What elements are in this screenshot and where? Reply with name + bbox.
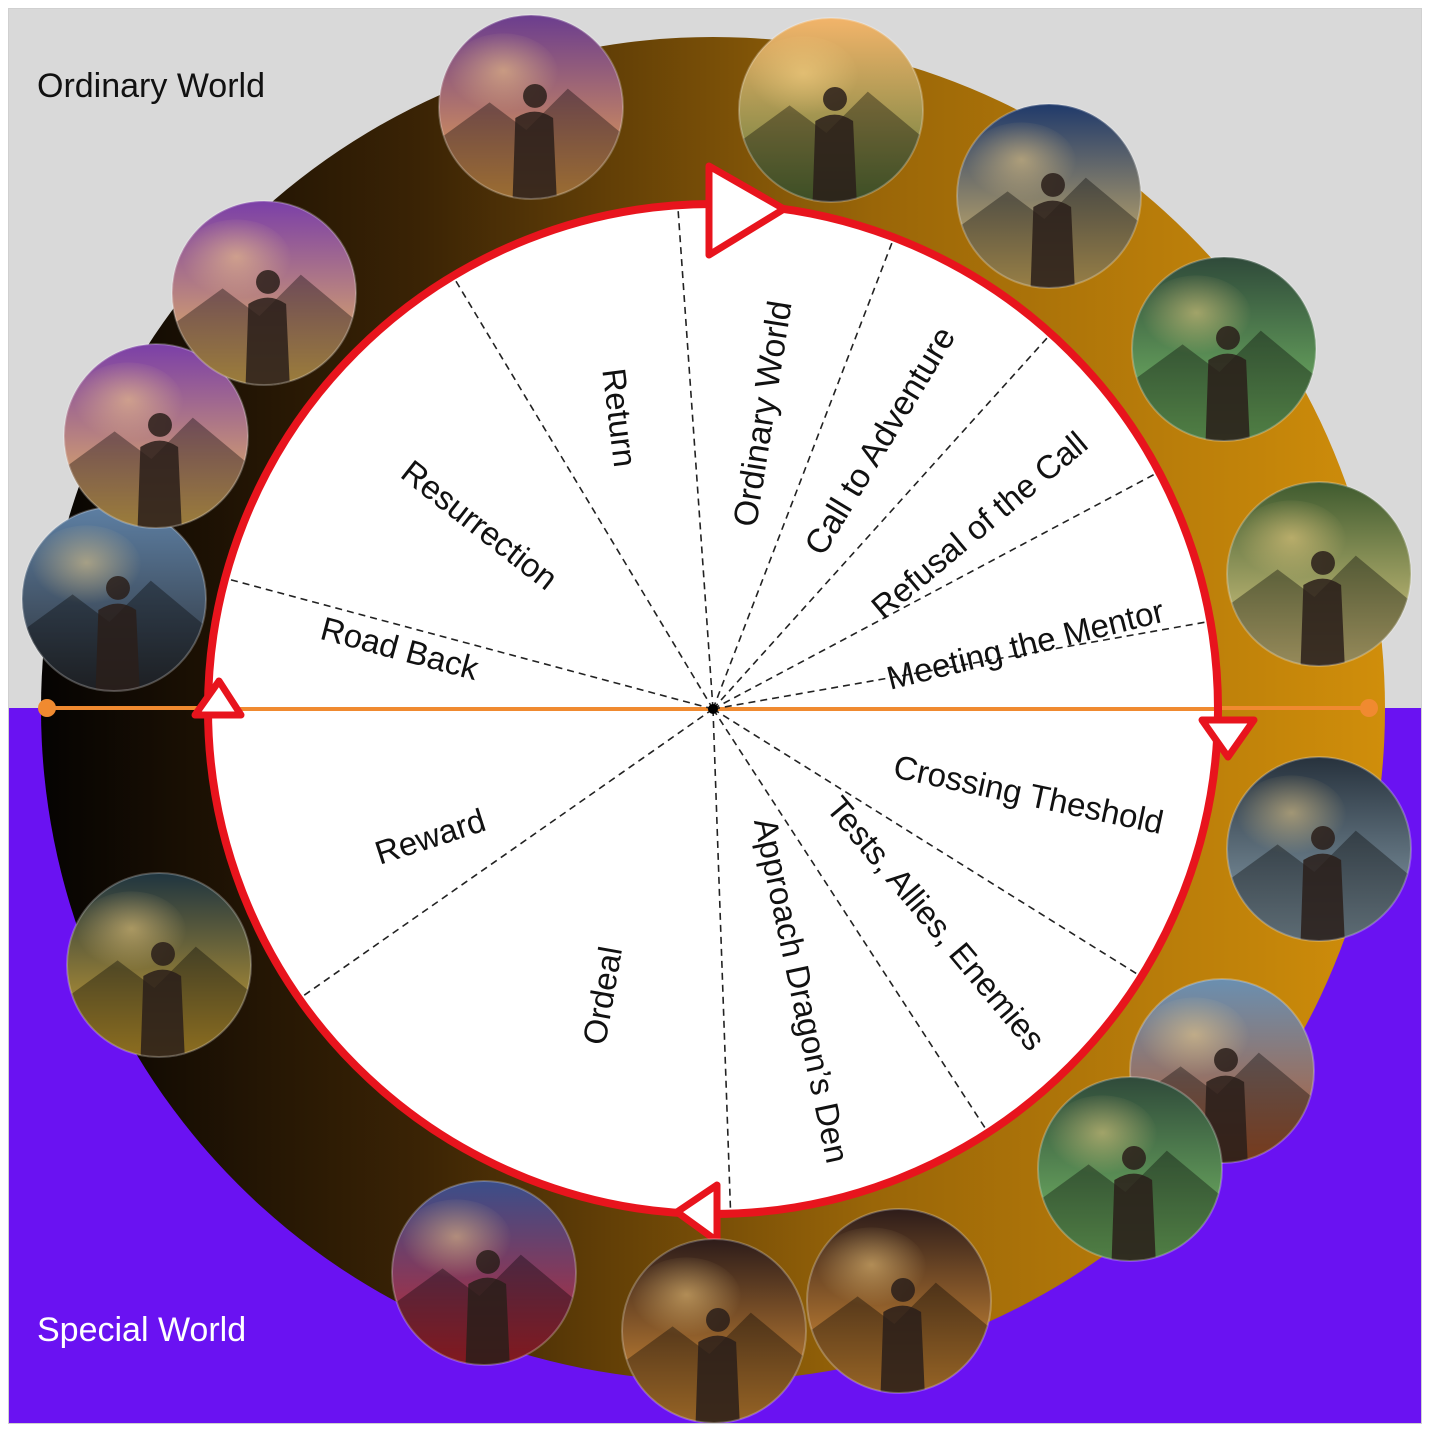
fearful-hero-surrounded-by-monsters-illustration: [1037, 1076, 1223, 1262]
direction-arrow-left: [191, 677, 245, 719]
hero-watching-dragon-over-mountains-illustration: [621, 1238, 807, 1423]
hero-in-magic-vortex-illustration: [171, 200, 357, 386]
wheel-center-dot: [708, 704, 718, 714]
direction-arrow-bottom: [673, 1181, 721, 1245]
boy-with-old-mentor-in-forest-illustration: [1226, 481, 1412, 667]
hero-with-backpack-overlooking-valley-illustration: [738, 17, 924, 203]
stage-spoke-6: [712, 708, 1142, 978]
stage-spoke-3: [712, 333, 1052, 710]
direction-arrow-top: [705, 162, 788, 259]
direction-arrow-right: [1198, 716, 1258, 761]
hero-holding-golden-trophy-illustration: [66, 872, 252, 1058]
hero-attacked-by-dragon-illustration: [63, 343, 249, 529]
stage-spoke-1: [676, 205, 714, 710]
stage-spoke-2: [712, 237, 895, 710]
hero-crossing-bridge-at-night-illustration: [1226, 756, 1412, 942]
special-world-region-label: Special World: [37, 1311, 247, 1349]
stage-spoke-9: [298, 708, 714, 1000]
stage-spoke-4: [712, 471, 1160, 710]
divider-right-dot: [1360, 699, 1378, 717]
stage-spoke-8: [712, 708, 732, 1214]
wizard-opening-glowing-portal-illustration: [956, 103, 1142, 289]
hero-with-torch-in-cave-illustration: [806, 1208, 992, 1394]
hero-sitting-head-in-hands-forest-illustration: [1131, 256, 1317, 442]
stage-spoke-5: [712, 620, 1211, 710]
hero-walking-into-village-illustration: [438, 14, 624, 200]
divider-left-dot: [38, 699, 56, 717]
stage-spoke-11: [452, 275, 714, 710]
hero-fighting-red-dragon-illustration: [391, 1180, 577, 1366]
hero-walking-down-road-illustration: [21, 506, 207, 692]
ordinary-world-region-label: Ordinary World: [37, 67, 265, 105]
stage-spoke-7: [712, 708, 989, 1133]
stage-spoke-10: [225, 577, 714, 710]
